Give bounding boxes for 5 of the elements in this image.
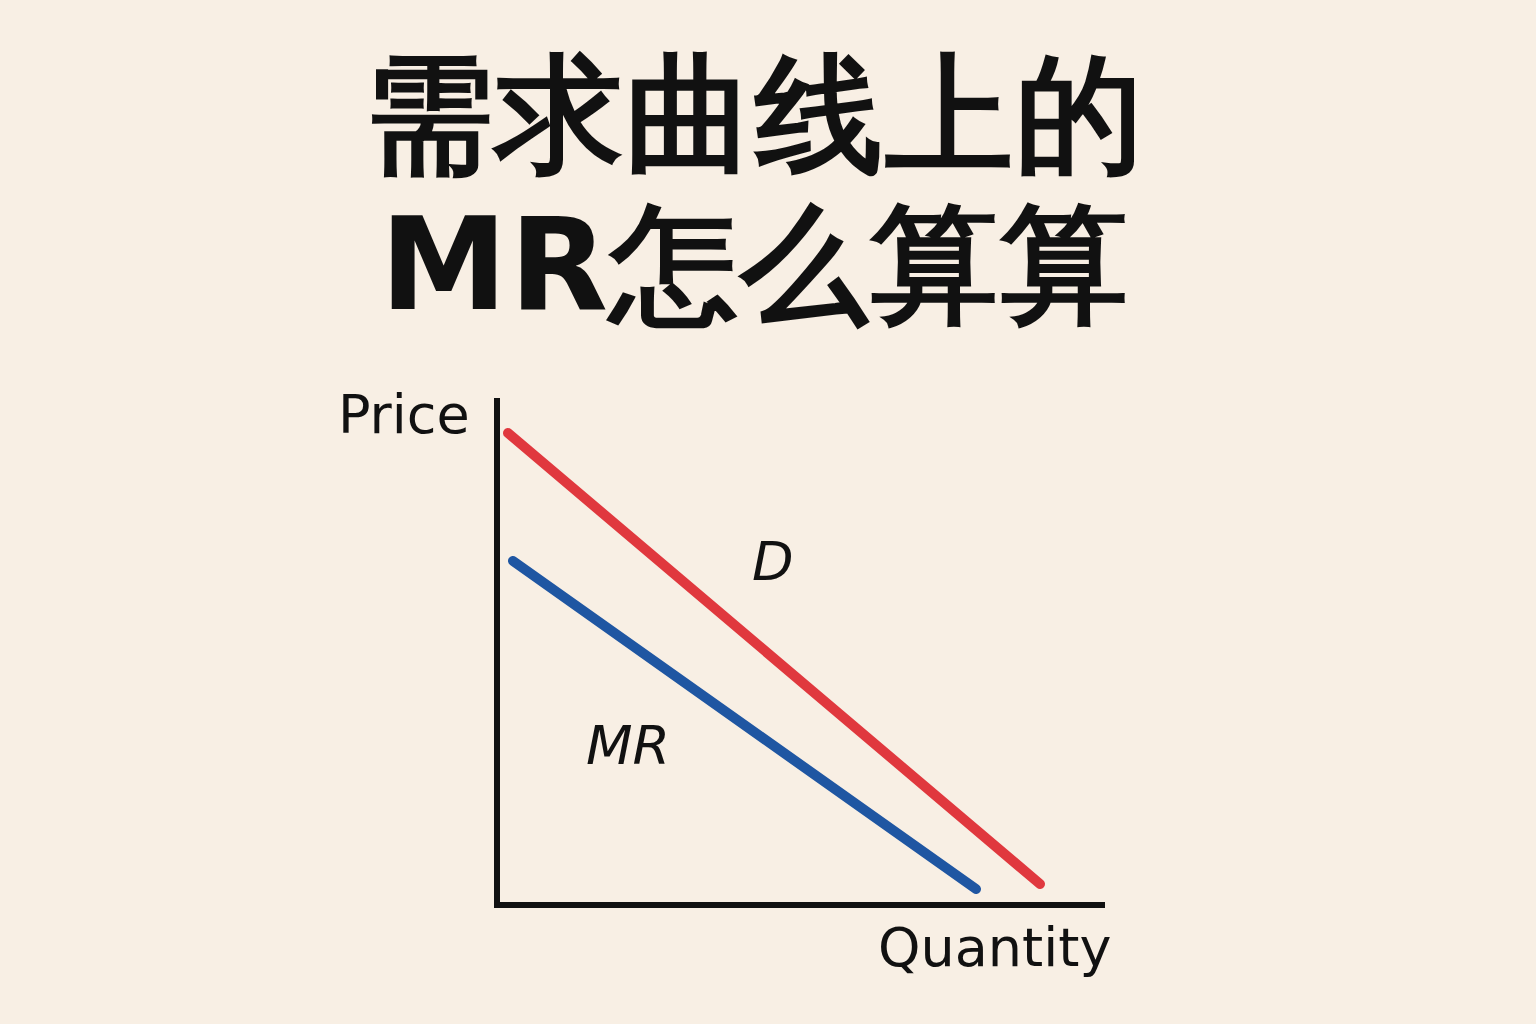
axis-label: Quantity <box>878 918 1112 978</box>
curve-label: MR <box>586 716 671 776</box>
title: 需求曲线上的MR怎么算算 <box>364 40 1146 340</box>
curve-label: D <box>752 532 794 592</box>
axis-label: Price <box>338 385 470 445</box>
